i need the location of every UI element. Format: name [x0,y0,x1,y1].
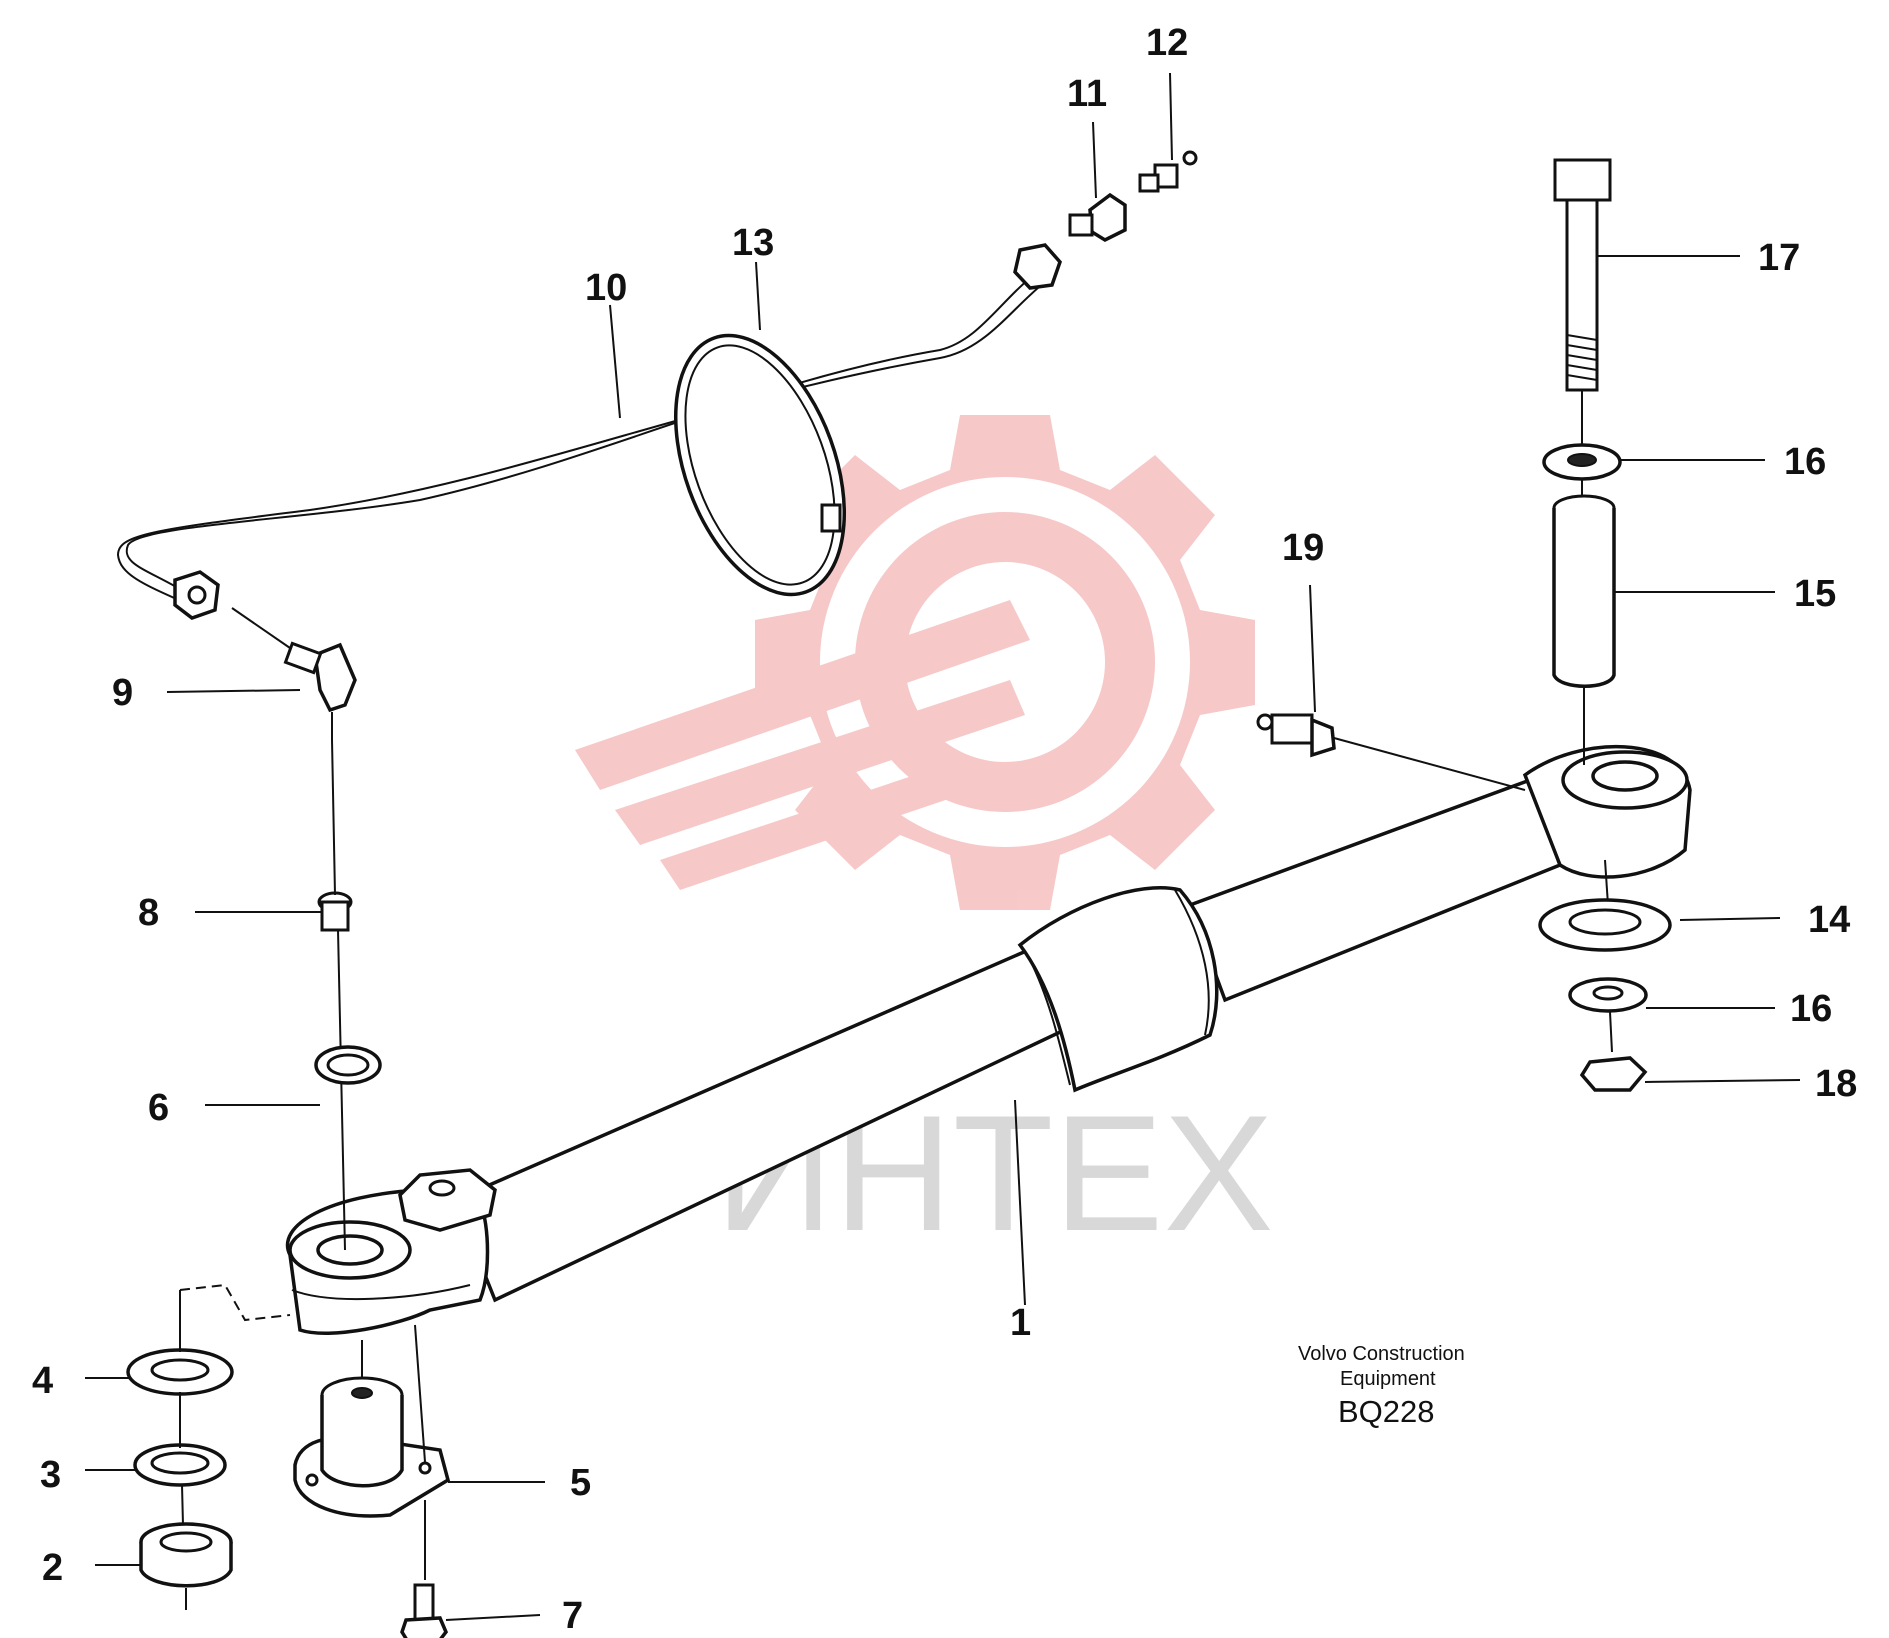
grease-line [116,243,1062,620]
grease-nipple-12 [1138,150,1198,193]
callout-15: 15 [1794,573,1836,615]
caption-block: Volvo Construction Equipment BQ228 [1298,1343,1465,1429]
callout-2: 2 [42,1547,63,1589]
bolt-17 [1553,158,1612,392]
callout-19: 19 [1282,527,1324,569]
washer-16-top [1542,443,1622,481]
callout-7: 7 [562,1595,583,1637]
caption-line1: Volvo Construction [1298,1343,1465,1365]
grease-nipple-19 [1256,713,1526,791]
bushing-5 [293,1376,451,1518]
washer-14 [1538,898,1672,952]
hose-clamp-13 [673,333,847,597]
callout-8: 8 [138,892,159,934]
washer-3 [133,1443,227,1487]
callout-4: 4 [32,1360,53,1402]
caption-line2: Equipment [1340,1368,1436,1390]
callout-6: 6 [148,1087,169,1129]
callout-11: 11 [1067,73,1107,115]
callout-13: 13 [732,222,774,264]
callout-1: 1 [1010,1302,1031,1344]
bushing-2 [139,1522,233,1588]
leader-lines [85,72,1801,1621]
callout-14: 14 [1808,899,1850,941]
callout-16b: 16 [1790,988,1832,1030]
callout-9: 9 [112,672,133,714]
callout-labels: 1 2 3 4 5 6 7 8 9 10 11 12 13 14 15 16 1… [32,22,1857,1637]
hydraulic-cylinder [286,744,1692,1335]
callout-17: 17 [1758,237,1800,279]
callout-10: 10 [585,267,627,309]
watermark-logo [575,415,1255,910]
fitting-8 [317,891,353,932]
callout-16a: 16 [1784,441,1826,483]
washer-6 [314,1045,382,1085]
fitting-11 [1068,192,1127,243]
diagram-code: BQ228 [1338,1394,1435,1429]
bolt-7 [400,1583,449,1638]
callout-3: 3 [40,1454,61,1496]
bushing-15 [1552,494,1616,688]
callout-12: 12 [1146,22,1188,64]
washer-16-bottom [1568,977,1648,1013]
nut-18 [1579,1056,1648,1092]
callout-18: 18 [1815,1063,1857,1105]
elbow-fitting-9 [231,607,357,740]
callout-5: 5 [570,1462,591,1504]
washer-4 [126,1348,234,1396]
